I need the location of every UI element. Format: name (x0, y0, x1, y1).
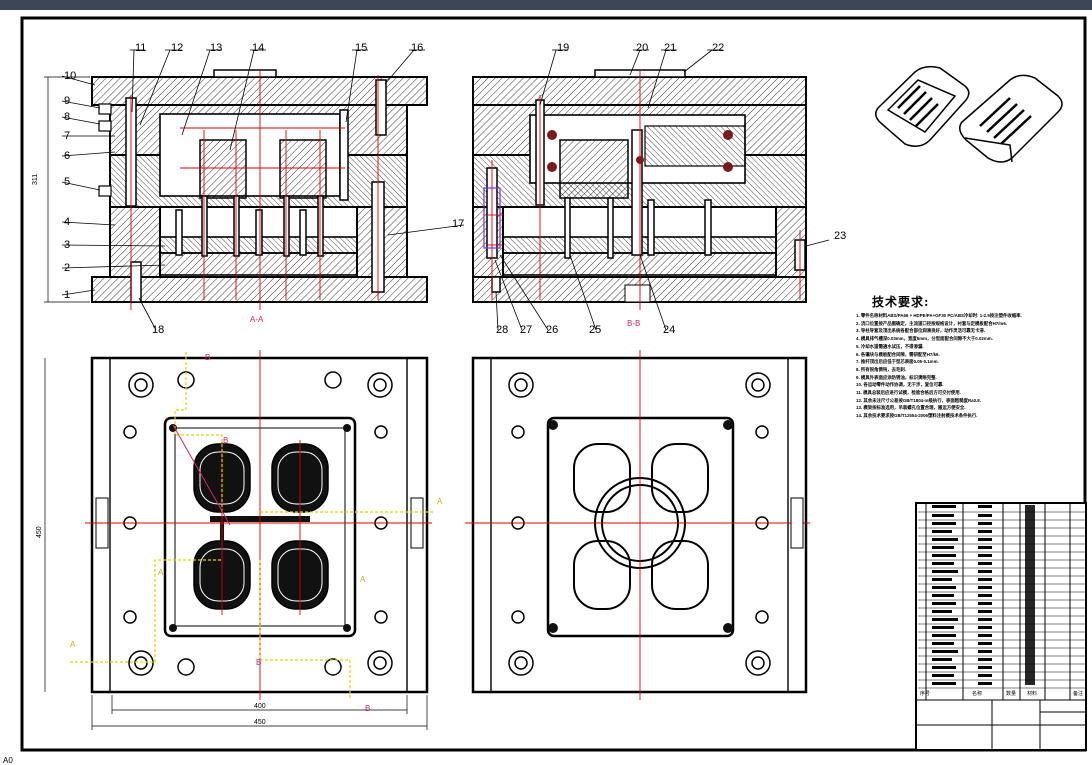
product-isometric-sketch (875, 65, 1063, 163)
cut-marker: A (437, 497, 443, 506)
technical-requirement-item: 10. 各运动零件动作协调，无干涉，复位可靠. (856, 382, 944, 388)
technical-requirement-item: 6. 各镶块与模板配合间隙，需研配至H7/k6. (856, 351, 940, 357)
cut-marker: A (70, 640, 76, 649)
bottom-clamp-plate (91, 276, 428, 303)
technical-requirements-title: 技术要求: (872, 295, 930, 309)
part-number-9: 9 (64, 95, 71, 107)
cut-marker: A (360, 575, 366, 584)
parts-list-column-header: 名称 (972, 691, 983, 697)
part-number-6: 6 (64, 150, 71, 162)
part-number-11: 11 (135, 42, 147, 54)
part-number-13: 13 (210, 42, 223, 54)
part-number-20: 20 (636, 42, 649, 54)
dimension-width-outer: 450 (254, 719, 266, 726)
part-number-21: 21 (664, 42, 677, 54)
technical-requirement-item: 5. 冷却水道需通水试压，不得渗漏. (856, 343, 924, 349)
section-a-a-view (44, 49, 465, 331)
cut-marker: B (365, 704, 371, 713)
part-number-8: 8 (64, 111, 71, 123)
parts-list-column-header: 材料 (1027, 691, 1038, 697)
parts-list-column-header: 备注 (1073, 691, 1084, 697)
part-number-19: 19 (557, 42, 570, 54)
part-number-18: 18 (152, 324, 165, 336)
technical-requirement-item: 4. 模具排气槽深0.03mm，宽度5mm，分型面配合间隙不大于0.02mm. (856, 336, 993, 342)
sheet-border (20, 16, 1087, 752)
ejector-plate (159, 252, 358, 276)
part-number-27: 27 (520, 324, 533, 336)
top-toolbar-strip (0, 0, 1092, 10)
cut-marker: A (158, 568, 164, 577)
plan-view-right (465, 350, 810, 700)
plan-view-left (44, 350, 435, 730)
technical-requirement-item: 1. 零件名称材料ABS/PA66 + HDPE/PA+GF30 PC/ABS冷… (856, 313, 1022, 318)
part-number-25: 25 (589, 324, 602, 336)
part-number-16: 16 (411, 42, 424, 54)
part-number-3: 3 (64, 239, 71, 251)
section-label-a-a: A-A (250, 315, 264, 324)
part-number-23: 23 (834, 230, 847, 242)
drawing-canvas (20, 16, 1087, 752)
part-number-5: 5 (64, 176, 71, 188)
part-number-15: 15 (355, 42, 368, 54)
technical-requirement-item: 14. 其余技术要求按GB/T12554-2006塑料注射模技术条件执行. (856, 413, 978, 419)
dimension-height-front: 311 (32, 173, 39, 185)
dimension-height-plan: 450 (36, 526, 43, 538)
technical-requirement-item: 7. 推杆顶出后应低于型芯表面0.05-0.1mm. (856, 359, 939, 365)
part-number-26: 26 (546, 324, 559, 336)
technical-requirements-list: 1. 零件名称材料ABS/PA66 + HDPE/PA+GF30 PC/ABS冷… (856, 312, 1086, 420)
part-number-12: 12 (171, 42, 184, 54)
cut-marker: B (223, 436, 229, 445)
part-number-14: 14 (252, 42, 265, 54)
dimension-width-inner: 400 (254, 703, 266, 710)
technical-requirement-item: 13. 模架按标准选用，吊装螺孔位置合理，搬运方便安全. (856, 405, 966, 411)
section-label-b-b: B-B (627, 319, 641, 328)
part-number-17: 17 (452, 218, 465, 230)
technical-requirement-item: 3. 导柱导套及顶出系统各配合部位润滑良好，动作灵活可靠无卡滞. (856, 328, 986, 334)
technical-requirement-item: 8. 所有锐角倒钝，去毛刺. (856, 366, 907, 372)
sheet-size-label: A0 (3, 756, 13, 765)
parts-list-table (915, 502, 1087, 751)
technical-requirement-item: 2. 浇口位置按产品图确定，主流道口径按规格设计，衬套与定模板配合H7/m6. (856, 320, 1008, 326)
parts-list-column-header: 数量 (1006, 691, 1017, 697)
technical-requirement-item: 9. 模具外表面应涂防锈油，标识清晰完整. (856, 374, 937, 380)
top-clamp-plate-b (472, 76, 807, 106)
part-number-24: 24 (663, 324, 676, 336)
technical-requirement-item: 12. 其余未注尺寸公差按GB/T1804-m级执行，表面粗糙度Ra0.8. (856, 397, 981, 403)
part-number-28: 28 (496, 324, 509, 336)
part-number-2: 2 (64, 262, 71, 274)
technical-requirement-item: 11. 模具总装后应进行试模，检验合格后方可交付使用. (856, 390, 961, 396)
part-number-7: 7 (64, 130, 71, 142)
cut-marker: B (205, 353, 211, 362)
parts-list-column-header: 序号 (920, 691, 931, 697)
part-number-22: 22 (712, 42, 725, 54)
section-b-b-view (472, 49, 830, 331)
part-number-1: 1 (64, 289, 71, 301)
part-number-10: 10 (64, 70, 77, 82)
part-number-4: 4 (64, 216, 71, 228)
cut-marker: B (256, 658, 262, 667)
